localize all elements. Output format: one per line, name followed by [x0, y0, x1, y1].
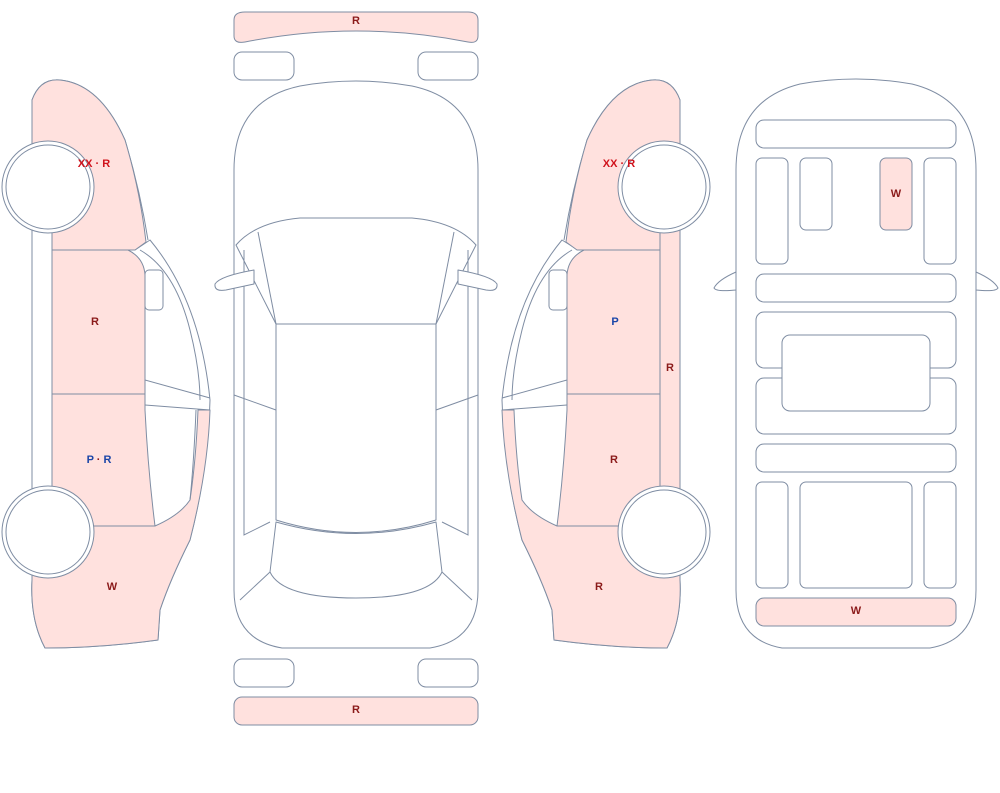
left-rear-door-label: P · R: [87, 454, 112, 466]
front-crossmember[interactable]: [755, 119, 957, 149]
left-front-door-label: R: [91, 316, 99, 328]
front-bumper[interactable]: [233, 11, 479, 43]
rear-right-side-member[interactable]: [923, 481, 957, 589]
underbody-right-wing: [975, 271, 999, 292]
rear-bumper[interactable]: [233, 696, 479, 726]
front-bumper-label: R: [352, 15, 360, 27]
right-side-mirror[interactable]: [457, 269, 498, 291]
left-mirror-glass: [144, 269, 164, 311]
top-view: R R: [214, 11, 498, 726]
trunk-floor[interactable]: [799, 481, 913, 589]
rear-left-side-member[interactable]: [755, 481, 789, 589]
right-quarter-label: R: [595, 581, 603, 593]
front-right-headlamp[interactable]: [417, 51, 479, 81]
right-front-door[interactable]: [566, 249, 661, 395]
rear-left-taillamp[interactable]: [233, 658, 295, 688]
right-sill[interactable]: [659, 229, 681, 531]
rear-panel[interactable]: [755, 597, 957, 627]
left-front-wheel[interactable]: [5, 144, 91, 230]
left-side-view: XX · R R P · R W: [1, 79, 211, 649]
right-mirror-glass: [548, 269, 568, 311]
underbody-left-wing: [713, 271, 737, 292]
front-left-headlamp[interactable]: [233, 51, 295, 81]
rear-bumper-label: R: [352, 704, 360, 716]
right-sill-label: R: [666, 362, 674, 374]
front-right-inner-member[interactable]: [879, 157, 913, 231]
underbody-view: W W: [713, 78, 999, 649]
right-rear-wheel[interactable]: [621, 489, 707, 575]
right-front-door-label: P: [611, 316, 618, 328]
windshield[interactable]: [235, 217, 477, 325]
left-fender-label: XX · R: [78, 158, 110, 170]
underbody-rear-label: W: [851, 605, 862, 617]
roof[interactable]: [275, 323, 437, 533]
right-quarter-panel[interactable]: [501, 409, 681, 649]
front-right-side-member[interactable]: [923, 157, 957, 265]
rear-crossmember[interactable]: [755, 443, 957, 473]
underbody-member-label: W: [891, 188, 902, 200]
right-fender-label: XX · R: [603, 158, 635, 170]
dash-crossmember[interactable]: [755, 273, 957, 303]
floor-tunnel[interactable]: [781, 334, 931, 412]
left-quarter-label: W: [107, 581, 118, 593]
left-rear-wheel[interactable]: [5, 489, 91, 575]
front-left-side-member[interactable]: [755, 157, 789, 265]
left-front-door[interactable]: [51, 249, 146, 395]
right-rear-door-label: R: [610, 454, 618, 466]
right-front-wheel[interactable]: [621, 144, 707, 230]
rear-glass[interactable]: [269, 521, 443, 599]
front-left-inner-member[interactable]: [799, 157, 833, 231]
rear-right-taillamp[interactable]: [417, 658, 479, 688]
left-side-mirror[interactable]: [214, 269, 255, 291]
right-side-view: XX · R P R R R: [501, 79, 711, 649]
